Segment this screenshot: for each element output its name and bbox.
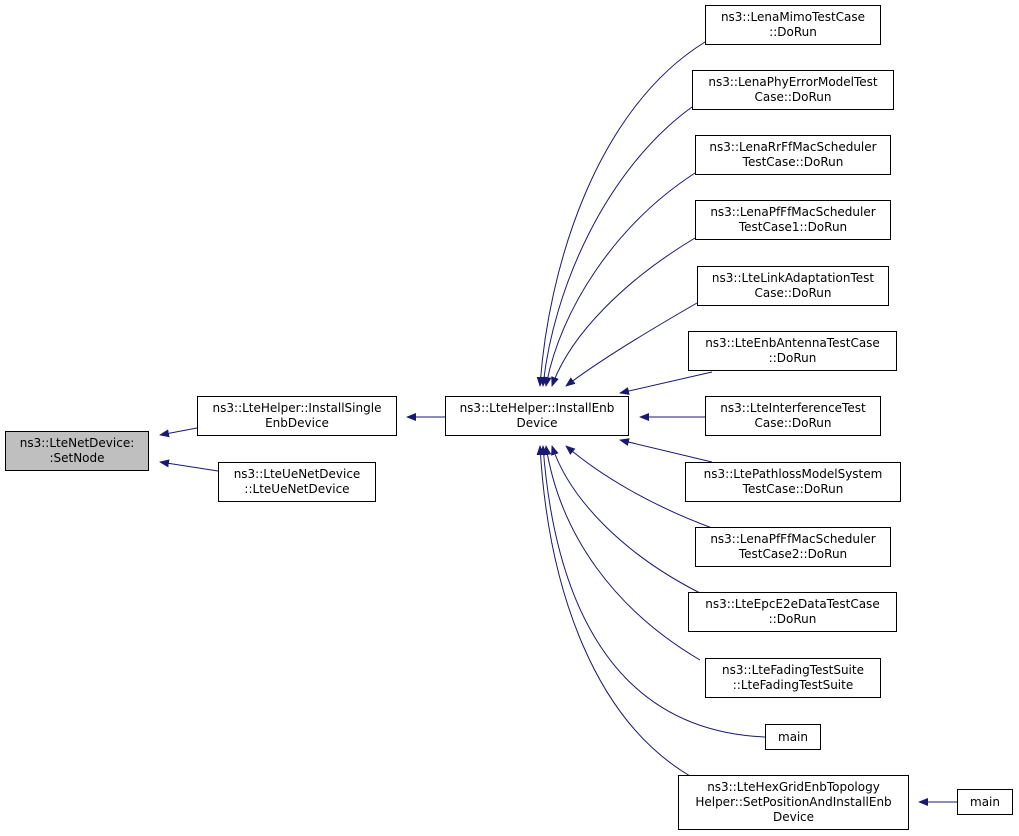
node-label-line: ns3::LteInterferenceTest [720, 401, 866, 415]
node-label-line: Device [516, 416, 558, 430]
edge-pathloss-to-install-enb [619, 438, 713, 463]
edge-epc-e2e-to-install-enb [551, 445, 701, 594]
edge-pf-ff-1-to-install-enb [551, 237, 696, 387]
edge-mimo-to-install-enb [536, 41, 706, 387]
node-lte-enb-antenna[interactable]: ns3::LteEnbAntennaTestCase::DoRun [688, 331, 897, 371]
node-lte-fading-suite[interactable]: ns3::LteFadingTestSuite::LteFadingTestSu… [705, 658, 881, 698]
node-lena-mimo-test-case[interactable]: ns3::LenaMimoTestCase::DoRun [705, 5, 881, 45]
edge-install-single-to-set-node [159, 427, 198, 438]
edge-antenna-to-install-enb [619, 371, 713, 395]
node-label-line: ::DoRun [769, 25, 817, 39]
node-label-line: Case::DoRun [754, 90, 832, 104]
edge-fading-to-install-enb [543, 445, 701, 661]
node-label-line: Helper::SetPositionAndInstallEnb [695, 795, 892, 809]
node-label-line: main [970, 794, 1000, 809]
node-label-line: TestCase2::DoRun [738, 547, 848, 561]
node-label-line: ns3::LteHelper::InstallEnb [459, 401, 615, 415]
node-main-1[interactable]: main [765, 724, 821, 750]
node-label-line: Device [772, 810, 815, 824]
node-label-line: ns3::LteEnbAntennaTestCase [705, 336, 880, 350]
node-label-line: ns3::LenaMimoTestCase [720, 10, 866, 24]
node-label-line: ns3::LenaRrFfMacScheduler [709, 140, 877, 154]
edge-hex-grid-to-install-enb [536, 445, 691, 777]
node-label-line: ns3::LtePathlossModelSystem [703, 467, 883, 481]
node-label-line: ::LteUeNetDevice [244, 482, 350, 496]
node-label-line: ns3::LteNetDevice: [19, 436, 135, 450]
node-label-line: ns3::LteHexGridEnbTopology [707, 780, 880, 794]
node-label-line: ns3::LteLinkAdaptationTest [711, 271, 875, 285]
node-label-line: ns3::LteHelper::InstallSingle [212, 401, 382, 415]
node-label-line: ns3::LteFadingTestSuite [722, 663, 864, 677]
edge-link-adapt-to-install-enb [565, 302, 698, 387]
node-label-line: ::DoRun [768, 612, 817, 626]
node-label-line: ns3::LenaPfFfMacScheduler [710, 532, 876, 546]
node-label-line: ::DoRun [768, 351, 817, 365]
edge-ue-ctor-to-set-node [159, 459, 219, 472]
edge-main-1-to-install-enb [539, 445, 766, 738]
node-label-line: TestCase1::DoRun [738, 220, 848, 234]
node-label-line: ::LteFadingTestSuite [732, 678, 854, 692]
node-label-line: ns3::LenaPfFfMacScheduler [710, 205, 876, 219]
node-label-line: ns3::LteEpcE2eDataTestCase [705, 597, 880, 611]
node-label-line: main [778, 729, 808, 744]
node-label-line: ns3::LenaPhyErrorModelTest [708, 75, 878, 89]
edge-rr-ff-to-install-enb [543, 172, 696, 387]
node-label-line: :SetNode [49, 451, 105, 465]
node-label-line: Case::DoRun [754, 416, 832, 430]
node-label-line: TestCase::DoRun [742, 482, 844, 496]
node-label-line: Case::DoRun [754, 286, 832, 300]
node-lte-epc-e2e[interactable]: ns3::LteEpcE2eDataTestCase::DoRun [688, 592, 897, 632]
edge-phy-error-to-install-enb [539, 106, 693, 387]
node-label-line: TestCase::DoRun [742, 155, 844, 169]
node-main-2[interactable]: main [957, 789, 1013, 815]
node-label-line: ns3::LteUeNetDevice [233, 467, 361, 481]
edge-pf-ff-2-to-install-enb [565, 445, 713, 529]
node-lte-net-device-set-node: ns3::LteNetDevice::SetNode [5, 431, 149, 471]
node-label-line: EnbDevice [265, 416, 329, 430]
node-lte-ue-net-device-ctor[interactable]: ns3::LteUeNetDevice::LteUeNetDevice [218, 462, 376, 502]
